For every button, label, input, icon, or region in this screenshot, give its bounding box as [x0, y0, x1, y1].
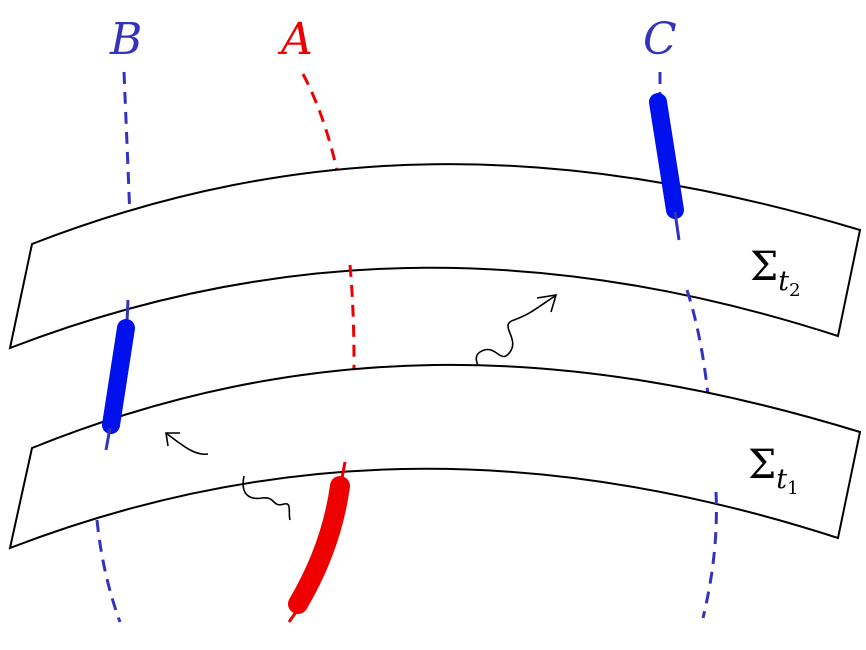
signal-wavy-down	[242, 475, 291, 521]
worldline-b-thick-segment	[102, 319, 135, 434]
slice-label-t1-symbol: Σ	[748, 442, 776, 488]
worldline-label-c: C	[643, 14, 677, 65]
slice-label-t1-subsub: 1	[787, 478, 798, 499]
worldline-b-thin-bottom	[104, 427, 112, 451]
worldline-c-thick-segment	[649, 93, 684, 219]
worldline-b-lower-dashed	[95, 519, 122, 623]
worldline-a-thick-segment	[288, 476, 350, 614]
worldline-c-lower-thin	[673, 211, 681, 241]
worldline-c-lower-dashed	[701, 491, 718, 619]
worldline-b-thin-top	[125, 299, 130, 323]
slice-label-t2-symbol: Σ	[750, 244, 778, 290]
worldline-label-a: A	[277, 14, 313, 65]
slice-label-t1-sub: t	[776, 464, 787, 495]
slice-label-t1: Σt1	[748, 442, 799, 499]
slice-sigma-t2	[8, 163, 862, 350]
signal-arrowhead-up	[536, 294, 558, 313]
slice-label-t2-sub: t	[778, 266, 789, 297]
slice-sigma-t1	[8, 363, 862, 550]
slice-label-t2-subsub: 2	[789, 280, 800, 301]
signal-short-arrowhead	[165, 432, 180, 447]
worldline-a-thin-top	[340, 461, 347, 479]
worldline-label-b: B	[109, 14, 142, 65]
slice-label-t2: Σt2	[750, 244, 801, 301]
worldline-a-thin-bottom	[287, 611, 298, 623]
worldline-b-upper-dashed	[122, 71, 133, 246]
signal-short-arrow	[165, 432, 209, 456]
